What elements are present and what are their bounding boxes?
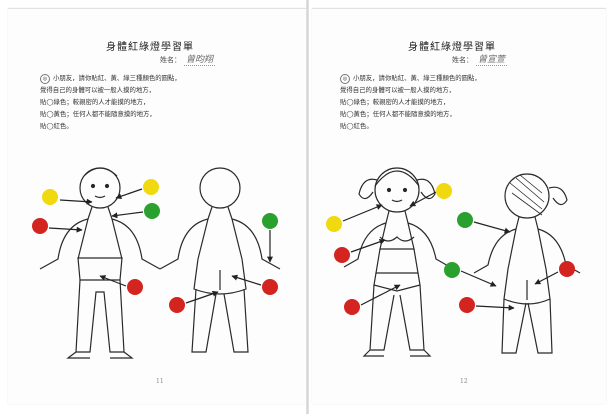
green-sticker-dot (444, 262, 460, 278)
red-sticker-dot (169, 297, 185, 313)
page-title-left: 身體紅綠燈學習單 (106, 42, 194, 53)
page-title-right: 身體紅綠燈學習單 (408, 42, 496, 53)
instruction-line: 貼◯紅色。 (340, 122, 373, 130)
red-sticker-dot (32, 218, 48, 234)
instruction-line: 貼◯黃色；任何人都不能隨意摸的地方， (340, 110, 456, 118)
name-row-right: 姓名：曾宣萱 (452, 52, 508, 66)
instructions-right: ◎小朋友，請你貼紅、黃、綠三種顏色的圓點， 覺得自己的身體可以被一般人摸的地方，… (340, 72, 580, 132)
yellow-sticker-dot (143, 179, 159, 195)
green-sticker-dot (457, 212, 473, 228)
instruction-line: 貼◯黃色；任何人都不能隨意摸的地方， (40, 110, 156, 118)
green-sticker-dot (144, 203, 160, 219)
yellow-sticker-dot (436, 183, 452, 199)
red-sticker-dot (559, 261, 575, 277)
green-sticker-dot (262, 213, 278, 229)
red-sticker-dot (127, 279, 143, 295)
instruction-line: 覺得自己的身體可以被一般人摸的地方， (340, 86, 456, 94)
question-mark-icon: ◎ (40, 74, 50, 84)
red-sticker-dot (334, 247, 350, 263)
book-spine (306, 0, 309, 414)
page-number-right: 12 (460, 378, 468, 385)
instruction-line: 小朋友，請你貼紅、黃、綠三種顏色的圓點， (53, 74, 181, 82)
name-label-right: 姓名： (452, 56, 473, 64)
yellow-sticker-dot (326, 216, 342, 232)
girl-front-figure (343, 167, 451, 357)
red-sticker-dot (344, 299, 360, 315)
sticker-dots-left (32, 179, 278, 313)
red-sticker-dot (459, 297, 475, 313)
boy-back-figure (159, 167, 281, 353)
name-value-right: 曾宣萱 (476, 55, 508, 66)
name-value-left: 曾昀翔 (184, 55, 216, 66)
instruction-line: 小朋友，請你貼紅、黃、綠三種顏色的圓點， (353, 74, 481, 82)
instructions-left: ◎小朋友，請你貼紅、黃、綠三種顏色的圓點， 覺得自己的身體可以被一般人摸的地方，… (40, 72, 280, 132)
name-label-left: 姓名： (160, 56, 181, 64)
boy-front-figure (39, 167, 161, 359)
instruction-line: 貼◯綠色；較親密的人才能摸的地方， (340, 98, 450, 106)
name-row-left: 姓名：曾昀翔 (160, 52, 216, 66)
page-number-left: 11 (156, 378, 164, 385)
instruction-line: 覺得自己的身體可以被一般人摸的地方， (40, 86, 156, 94)
yellow-sticker-dot (42, 189, 58, 205)
instruction-line: 貼◯紅色。 (40, 122, 73, 130)
sticker-dots-right (326, 183, 575, 315)
instruction-line: 貼◯綠色；較親密的人才能摸的地方， (40, 98, 150, 106)
question-mark-icon: ◎ (340, 74, 350, 84)
worksheet-page-right (312, 8, 606, 404)
red-sticker-dot (262, 279, 278, 295)
